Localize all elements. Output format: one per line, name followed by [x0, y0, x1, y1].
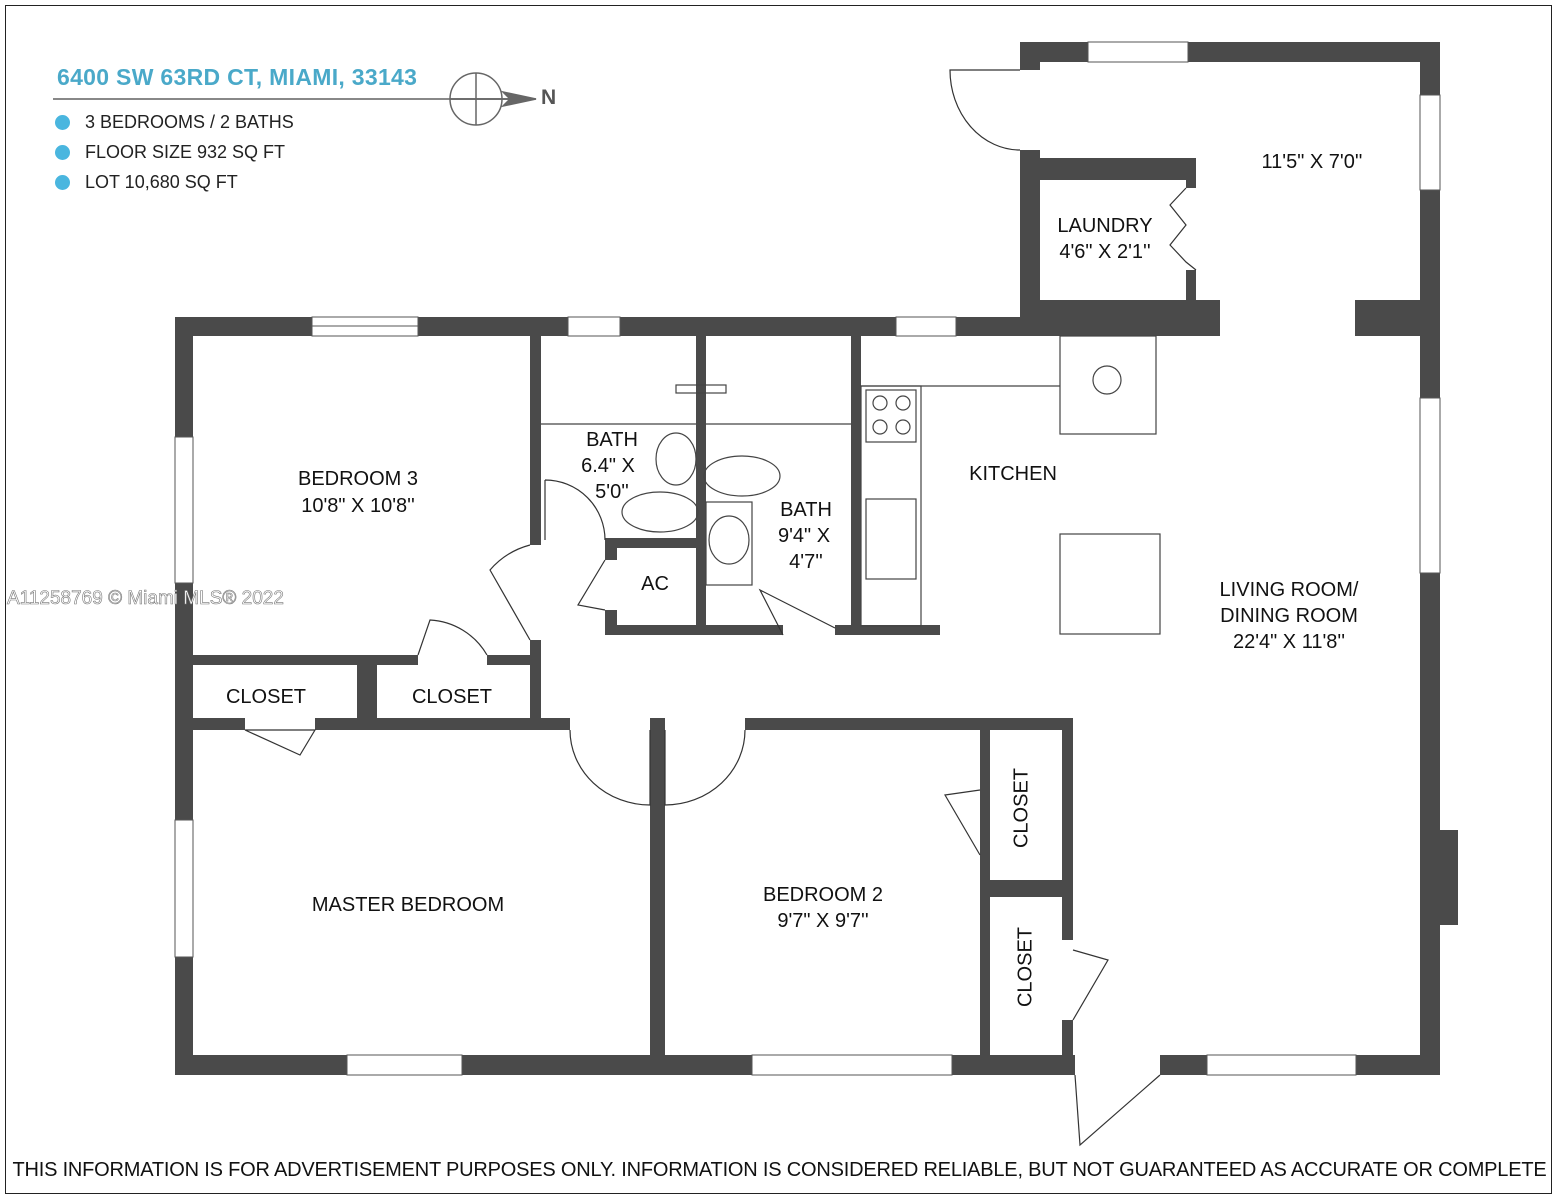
fixtures: [541, 335, 1161, 635]
bedroom2-dimensions: 9'7" X 9'7'': [777, 910, 869, 932]
compass-icon: [449, 72, 537, 126]
closet-label: CLOSET: [1010, 767, 1033, 849]
bath1-label: BATH: [586, 429, 638, 451]
sink-icon: [655, 432, 697, 486]
laundry-dimensions: 4'6" X 2'1'': [1059, 241, 1151, 263]
ac-label: AC: [641, 573, 669, 595]
living-dimensions: 22'4" X 11'8'': [1232, 631, 1346, 653]
shower-fixture-icon: [675, 384, 727, 394]
bedroom2-label: BEDROOM 2: [762, 884, 884, 906]
feature-lot: LOT 10,680 SQ FT: [55, 172, 238, 193]
address-title: 6400 SW 63RD CT, MIAMI, 33143: [57, 64, 418, 90]
toilet-icon: [621, 491, 699, 533]
watermark: A11258769 © Miami MLS® 2022: [7, 588, 285, 610]
north-label: N: [541, 86, 557, 109]
bath2-label: BATH: [780, 499, 832, 521]
title-rule: [53, 98, 513, 100]
bath1-dimensions-1: 6.4" X: [581, 455, 635, 477]
feature-floor-size: FLOOR SIZE 932 SQ FT: [55, 142, 285, 163]
bullet-icon: [55, 175, 70, 190]
kitchen-label: KITCHEN: [969, 463, 1057, 485]
kitchen-island: [1059, 533, 1161, 635]
windows: [174, 41, 1441, 1076]
fridge-area: [1059, 335, 1157, 435]
bedroom3-label: BEDROOM 3: [297, 468, 419, 490]
closet-label: CLOSET: [1014, 926, 1037, 1008]
walls: [175, 42, 1458, 1075]
bullet-icon: [55, 115, 70, 130]
fan-icon: [1092, 365, 1122, 395]
bath2-dimensions-1: 9'4" X: [777, 525, 831, 547]
stove-icon: [865, 389, 917, 443]
closet-label: CLOSET: [411, 686, 493, 708]
porch-dimensions: 11'5" X 7'0'': [1261, 151, 1363, 173]
bath2-dimensions-2: 4'7'': [789, 551, 823, 573]
bedroom3-dimensions: 10'8" X 10'8'': [301, 495, 415, 517]
feature-text: LOT 10,680 SQ FT: [85, 172, 238, 192]
doors: [244, 69, 1197, 1147]
kitchen-sink-icon: [865, 498, 917, 580]
feature-text: FLOOR SIZE 932 SQ FT: [85, 142, 286, 162]
master-bedroom-label: MASTER BEDROOM: [311, 894, 505, 916]
living-label-2: DINING ROOM: [1220, 605, 1358, 627]
disclaimer: THIS INFORMATION IS FOR ADVERTISEMENT PU…: [12, 1159, 1547, 1181]
sink-icon: [708, 515, 750, 565]
toilet-icon: [703, 455, 781, 497]
living-label-1: LIVING ROOM/: [1219, 579, 1359, 601]
bullet-icon: [55, 145, 70, 160]
bath1-dimensions-2: 5'0'': [595, 481, 629, 503]
feature-text: 3 BEDROOMS / 2 BATHS: [85, 112, 294, 132]
laundry-label: LAUNDRY: [1057, 215, 1153, 237]
closet-label: CLOSET: [225, 686, 307, 708]
feature-bedrooms: 3 BEDROOMS / 2 BATHS: [55, 112, 294, 133]
frame-border: [5, 5, 1552, 1194]
